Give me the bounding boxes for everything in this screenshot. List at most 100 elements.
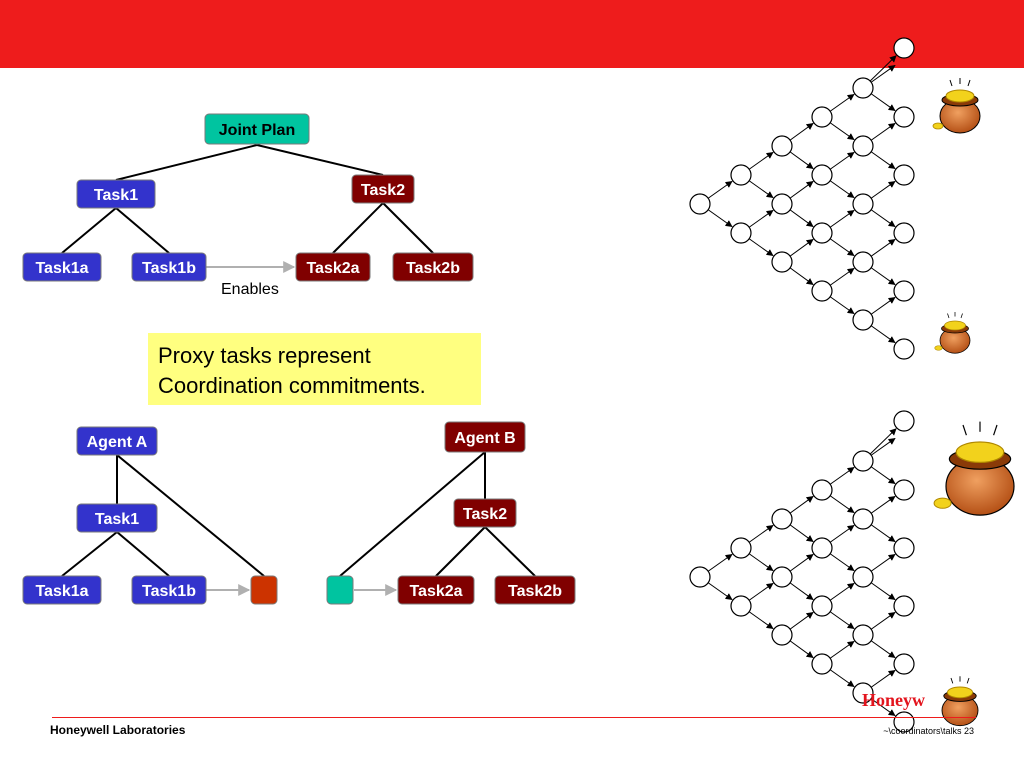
lattice-node (689, 566, 711, 588)
svg-text:Task2a: Task2a (306, 260, 359, 277)
svg-text:Task1: Task1 (95, 511, 139, 528)
agent-edges (61, 451, 536, 596)
lattice-node (730, 164, 752, 186)
lattice-edge (870, 209, 896, 228)
lattice-node (893, 338, 915, 360)
footer-page-ref: ~\coordinators\talks 23 (883, 726, 974, 736)
lattice-edge (789, 181, 814, 199)
lattice-node (893, 537, 915, 559)
lattice-edge (829, 209, 855, 228)
lattice-node (852, 682, 874, 704)
lattice-node (852, 135, 874, 157)
svg-text:Task1b: Task1b (142, 260, 196, 277)
lattice-node (689, 193, 711, 215)
lattice-edge (869, 55, 897, 82)
lattice-edge (870, 325, 896, 344)
lattice-edge (789, 123, 814, 141)
lattice-edge (707, 180, 733, 199)
lattice-edge (870, 238, 896, 257)
lattice-edge (707, 553, 733, 572)
lattice-edge (869, 428, 897, 455)
lattice-edge (789, 582, 814, 600)
lattice-node (771, 251, 793, 273)
lattice-edge (829, 466, 855, 485)
lattice-edge (870, 466, 896, 485)
lattice-edge (829, 669, 855, 688)
lattice-edge (748, 582, 774, 601)
lattice-edge (789, 612, 814, 630)
lattice-edge (870, 640, 896, 659)
lattice-edge (870, 122, 896, 141)
lattice-edge (870, 495, 896, 514)
lattice-edge (870, 437, 896, 456)
lattice-edge (829, 611, 855, 630)
lattice-node (811, 537, 833, 559)
lattice-node (852, 193, 874, 215)
lattice-edge (829, 553, 855, 572)
lattice-edge (789, 496, 814, 514)
lattice-edge (870, 553, 896, 572)
svg-text:Task1a: Task1a (35, 260, 88, 277)
task1a-node: Task1a (22, 252, 102, 282)
lattice-edge (870, 524, 896, 543)
lattice-node (893, 479, 915, 501)
lattice-edge (789, 640, 814, 658)
agent-b-node: Agent B (444, 421, 526, 453)
lattice-node (852, 566, 874, 588)
lattice-edge (829, 122, 855, 141)
lattice-node (893, 280, 915, 302)
lattice-node (893, 164, 915, 186)
lattice-node (811, 479, 833, 501)
lattice-edge (789, 524, 814, 542)
lattice-edge (829, 296, 855, 315)
proxy-task-teal (326, 575, 354, 605)
lattice-edge (870, 64, 896, 83)
svg-text:Agent B: Agent B (454, 430, 515, 447)
lattice-edge (870, 151, 896, 170)
lattice-edge (748, 611, 774, 630)
agent-a-node: Agent A (76, 426, 158, 456)
lattice-node (893, 37, 915, 59)
lattice-edge (707, 209, 733, 228)
lattice-edge (870, 267, 896, 286)
lattice-edge (748, 151, 774, 170)
lattice-edge (829, 93, 855, 112)
lattice-edge (789, 267, 814, 285)
pot-of-gold-icon (934, 312, 971, 354)
lattice-node (730, 595, 752, 617)
svg-text:Agent A: Agent A (87, 434, 148, 451)
lattice-edge (829, 524, 855, 543)
lattice-graph-bottom (689, 410, 915, 733)
task2a-node: Task2a (295, 252, 371, 282)
lattice-node (811, 106, 833, 128)
lattice-node (811, 280, 833, 302)
svg-text:Task1: Task1 (94, 187, 138, 204)
footer-divider (52, 717, 976, 718)
pot-of-gold-icon (941, 676, 979, 727)
lattice-node (893, 595, 915, 617)
honeywell-logo: Honeyw (862, 690, 925, 710)
footer-organization: Honeywell Laboratories (50, 723, 186, 737)
lattice-edge (748, 180, 774, 199)
svg-text:Task1a: Task1a (35, 583, 88, 600)
lattice-node (852, 251, 874, 273)
svg-text:Task2b: Task2b (406, 260, 460, 277)
enables-label: Enables (221, 281, 279, 298)
lattice-node (893, 222, 915, 244)
lattice-edge (789, 151, 814, 169)
task1-node: Task1 (76, 179, 156, 209)
lattice-edge (870, 698, 896, 717)
task1b-node: Task1b (131, 252, 207, 282)
note-line-2: Coordination commitments. (158, 373, 426, 398)
lattice-node (811, 595, 833, 617)
lattice-node (893, 410, 915, 432)
lattice-edge (748, 238, 774, 257)
svg-text:Task2: Task2 (463, 506, 507, 523)
lattice-edge (829, 180, 855, 199)
lattice-node (771, 508, 793, 530)
lattice-node (811, 222, 833, 244)
joint-plan-node: Joint Plan (204, 113, 310, 145)
svg-text:Task2a: Task2a (409, 583, 462, 600)
lattice-edge (789, 239, 814, 257)
lattice-edge (870, 180, 896, 199)
